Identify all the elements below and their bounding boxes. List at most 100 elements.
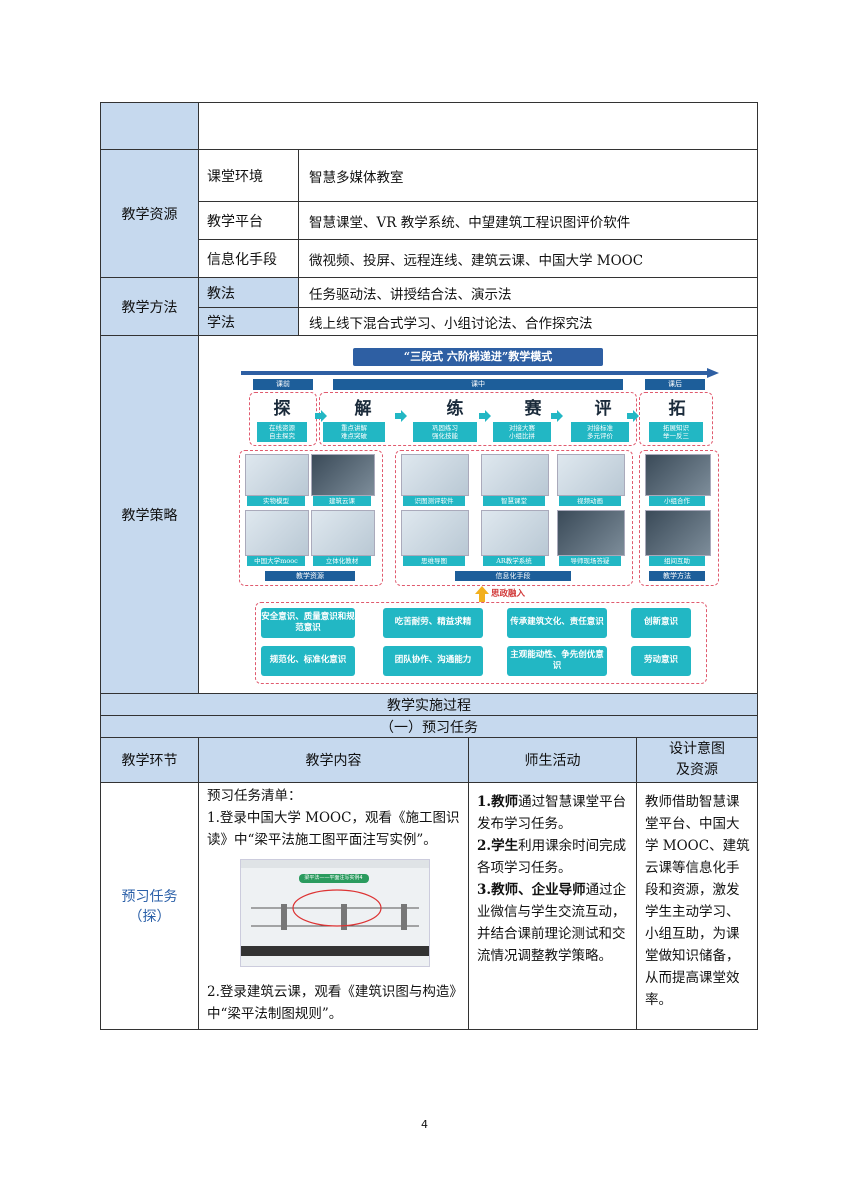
- lesson-plan-table: 教学资源 课堂环境 智慧多媒体教室 教学平台 智慧课堂、VR 教学系统、中望建筑…: [100, 102, 758, 1030]
- content-item: 2.登录建筑云课，观看《建筑识图与构造》中“梁平法制图规则”。: [207, 984, 457, 1022]
- step-desc: 在线资源 自主探究: [257, 421, 307, 442]
- timeline-arrow: [241, 367, 719, 378]
- activities-cell: 1.教师通过智慧课堂平台发布学习任务。 2.学生利用课余时间完成各项学习任务。 …: [468, 782, 637, 1030]
- step-char: 练: [446, 398, 464, 419]
- intent-cell: 教师借助智慧课堂平台、中国大学 MOOC、建筑云课等信息化手段和资源，激发学生主…: [636, 782, 758, 1030]
- resources-label: 教学资源: [100, 149, 199, 278]
- col-header: 教学环节: [100, 737, 199, 783]
- step-arrows: [315, 409, 639, 422]
- activity-actor: 2.学生: [477, 838, 519, 854]
- resource-caption: 建筑云课: [313, 495, 371, 506]
- resources-panel: [239, 449, 383, 586]
- process-subtitle: （一）预习任务: [100, 715, 758, 738]
- phase-pre: 课前: [253, 378, 313, 390]
- col-header: 教学内容: [198, 737, 469, 783]
- method-name: 学法: [198, 307, 299, 336]
- photo-thumbnail: [481, 509, 549, 556]
- activity-actor: 3.教师、企业导师: [477, 882, 586, 898]
- stage-tag: （探）: [128, 909, 171, 925]
- resource-caption: 中国大学mooc: [247, 555, 305, 566]
- panel-footer: 信息化手段: [455, 570, 571, 581]
- resource-name: 教学平台: [198, 201, 299, 240]
- photo-thumbnail: [557, 509, 625, 556]
- panel-footer: 教学方法: [649, 570, 705, 581]
- step-char: 解: [354, 398, 372, 419]
- value-tag: 主观能动性、争先创优意识: [507, 645, 607, 676]
- step-box: [639, 391, 713, 446]
- content-cell: 预习任务清单： 1.登录中国大学 MOOC，观看《施工图识读》中“梁平法施工图平…: [198, 782, 469, 1030]
- value-tag: 传承建筑文化、责任意识: [507, 607, 607, 638]
- empty-label-cell: [100, 102, 199, 150]
- strategy-diagram-cell: “三段式 六阶梯递进”教学模式 课前 课中 课后 探 在线资源 自主探究 解 重…: [198, 335, 758, 694]
- value-tag: 吃苦耐劳、精益求精: [383, 607, 483, 638]
- info-panel: [395, 449, 633, 586]
- step-char: 探: [273, 398, 291, 419]
- photo-thumbnail: [311, 453, 375, 496]
- values-panel: [255, 601, 707, 684]
- activity-item: 1.教师通过智慧课堂平台发布学习任务。: [477, 791, 630, 835]
- strategy-label: 教学策略: [100, 335, 199, 694]
- stage-name: 预习任务: [121, 889, 178, 905]
- activity-text: 通过企业微信与学生交流互动，并结合课前理论测试和交流情况调整教学策略。: [477, 882, 627, 964]
- info-caption: 识图测评软件: [403, 495, 465, 506]
- value-tag: 团队协作、沟通能力: [383, 645, 483, 676]
- ideology-label: 思政融入: [491, 588, 526, 599]
- method-panel: [639, 449, 719, 586]
- method-value: 任务驱动法、讲授结合法、演示法: [298, 277, 758, 308]
- method-caption: 组间互助: [649, 555, 705, 566]
- step-desc: 巩固练习 强化技能: [413, 421, 477, 442]
- info-caption: 视频动画: [559, 495, 621, 506]
- step-char: 赛: [524, 398, 542, 419]
- photo-thumbnail: [245, 509, 309, 556]
- info-caption: 智慧课堂: [483, 495, 545, 506]
- photo-thumbnail: [311, 509, 375, 556]
- step-desc: 对接标准 多元评价: [571, 421, 629, 442]
- video-caption: 梁平法——平面注写实例4: [298, 874, 369, 883]
- photo-thumbnail: [557, 453, 625, 496]
- process-title: 教学实施过程: [100, 693, 758, 716]
- col-header: 师生活动: [468, 737, 637, 783]
- mooc-video-screenshot: 梁平法——平面注写实例4: [239, 859, 430, 967]
- resource-value: 智慧课堂、VR 教学系统、中望建筑工程识图评价软件: [298, 201, 758, 240]
- activity-item: 2.学生利用课余时间完成各项学习任务。: [477, 835, 630, 879]
- photo-thumbnail: [481, 453, 549, 496]
- panel-footer: 教学资源: [265, 570, 355, 581]
- step-char: 拓: [668, 398, 686, 419]
- stage-cell: 预习任务 （探）: [100, 782, 199, 1030]
- photo-thumbnail: [645, 509, 711, 556]
- resource-name: 信息化手段: [198, 239, 299, 278]
- activity-item: 3.教师、企业导师通过企业微信与学生交流互动，并结合课前理论测试和交流情况调整教…: [477, 879, 630, 967]
- info-caption: AR教学系统: [483, 555, 545, 566]
- teaching-model-diagram: “三段式 六阶梯递进”教学模式 课前 课中 课后 探 在线资源 自主探究 解 重…: [235, 344, 721, 686]
- col-header: 设计意图 及资源: [636, 737, 758, 783]
- content-item: 1.登录中国大学 MOOC，观看《施工图识读》中“梁平法施工图平面注写实例”。: [207, 810, 460, 848]
- value-tag: 劳动意识: [631, 645, 691, 676]
- step-desc: 拓展知识 举一反三: [649, 421, 703, 442]
- resource-caption: 实物模型: [247, 495, 305, 506]
- beam-drawing: [240, 889, 429, 956]
- photo-thumbnail: [645, 453, 711, 496]
- value-tag: 规范化、标准化意识: [261, 645, 355, 676]
- empty-content-cell: [198, 102, 758, 150]
- step-desc: 重点讲解 难点突破: [323, 421, 385, 442]
- photo-thumbnail: [401, 453, 469, 496]
- info-caption: 思维导图: [403, 555, 465, 566]
- activity-text: 通过智慧课堂平台发布学习任务。: [477, 794, 627, 832]
- diagram-title: “三段式 六阶梯递进”教学模式: [353, 347, 603, 366]
- method-name: 教法: [198, 277, 299, 308]
- info-caption: 导师现场答疑: [559, 555, 621, 566]
- step-char: 评: [594, 398, 612, 419]
- resource-value: 智慧多媒体教室: [298, 149, 758, 202]
- value-tag: 创新意识: [631, 607, 691, 638]
- phase-in: 课中: [333, 378, 623, 390]
- method-value: 线上线下混合式学习、小组讨论法、合作探究法: [298, 307, 758, 336]
- up-arrow-icon: [475, 585, 489, 602]
- value-tag: 安全意识、质量意识和规范意识: [261, 607, 355, 638]
- methods-label: 教学方法: [100, 277, 199, 336]
- activity-text: 利用课余时间完成各项学习任务。: [477, 838, 627, 876]
- resource-caption: 立体化教材: [313, 555, 371, 566]
- content-intro: 预习任务清单：: [207, 788, 302, 804]
- resource-value: 微视频、投屏、远程连线、建筑云课、中国大学 MOOC: [298, 239, 758, 278]
- page-number: 4: [421, 1118, 428, 1131]
- method-caption: 小组合作: [649, 495, 705, 506]
